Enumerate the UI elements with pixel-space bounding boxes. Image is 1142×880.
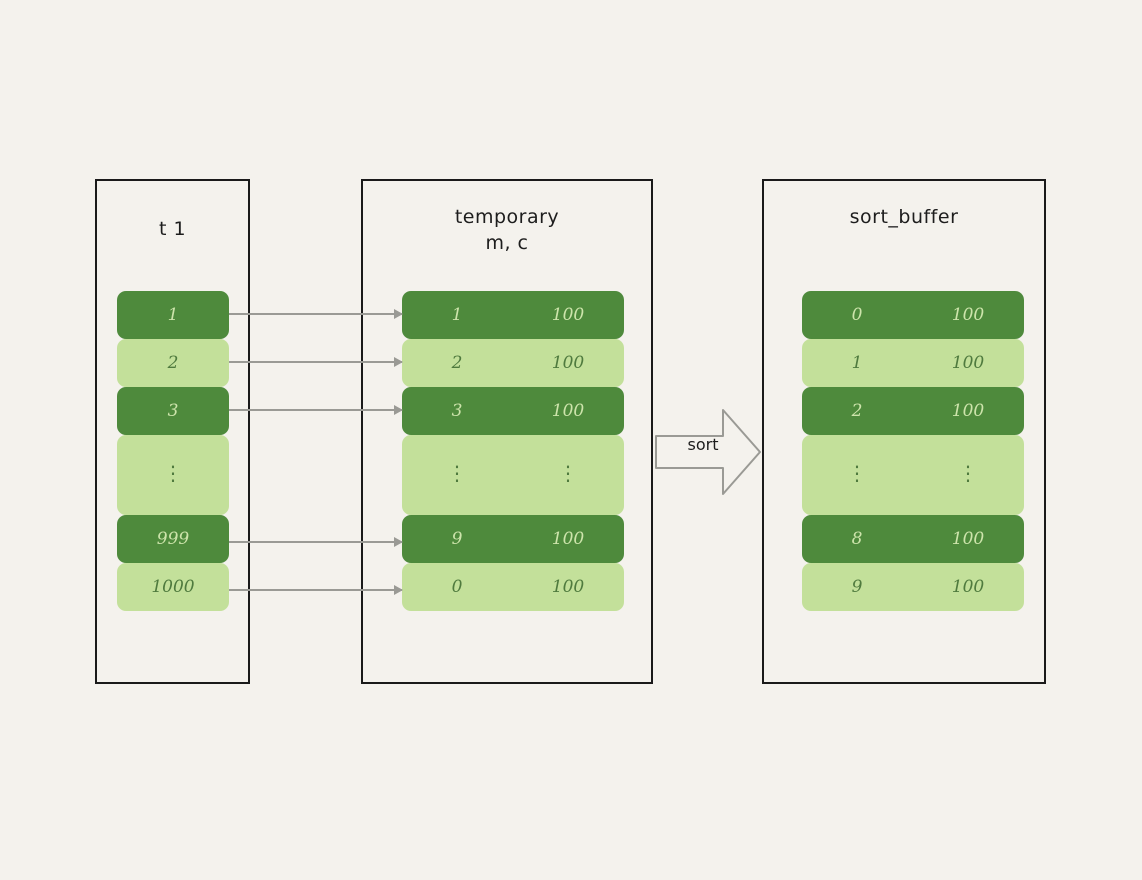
vertical-ellipsis-icon: ⋮ [847,460,867,485]
sort-buffer-cell-c: 100 [912,339,1024,387]
temporary-cell-m-ellipsis: ⋮ [402,435,512,515]
temporary-cell-c: 100 [512,339,624,387]
table-row: 0 100 [802,291,1024,339]
t1-row-list: 1 2 3 ⋮ 999 1000 [117,291,229,611]
t1-cell-value: 3 [117,387,229,435]
table-row: 9 100 [402,515,624,563]
table-row: 1 100 [402,291,624,339]
connector-arrow-row-1 [229,313,402,315]
table-row: 0 100 [402,563,624,611]
sort-block-arrow [655,408,761,496]
temporary-cell-c: 100 [512,515,624,563]
panel-t1-title: t 1 [158,218,187,240]
temporary-cell-c-ellipsis: ⋮ [512,435,624,515]
table-row: 2 [117,339,229,387]
connector-arrow-row-999 [229,541,402,543]
table-row: 3 [117,387,229,435]
vertical-ellipsis-icon: ⋮ [958,460,978,485]
table-row: 2 100 [802,387,1024,435]
table-row: 1 [117,291,229,339]
t1-cell-value: 1000 [117,563,229,611]
sort-buffer-cell-c: 100 [912,515,1024,563]
table-row: 9 100 [802,563,1024,611]
panel-temporary-title: temporary m, c [454,206,560,254]
sort-buffer-cell-c-ellipsis: ⋮ [912,435,1024,515]
table-row: 2 100 [402,339,624,387]
temporary-cell-m: 9 [402,515,512,563]
connector-arrow-row-2 [229,361,402,363]
sort-arrow-label: sort [687,435,719,454]
temporary-cell-c: 100 [512,387,624,435]
sort-buffer-cell-c: 100 [912,563,1024,611]
vertical-ellipsis-icon: ⋮ [447,460,467,485]
t1-cell-value: 2 [117,339,229,387]
sort-buffer-cell-m: 8 [802,515,912,563]
sort-buffer-cell-m: 2 [802,387,912,435]
vertical-ellipsis-icon: ⋮ [558,460,578,485]
t1-cell-ellipsis: ⋮ [117,435,229,515]
sort-buffer-cell-m: 9 [802,563,912,611]
temporary-cell-m: 0 [402,563,512,611]
temporary-cell-c: 100 [512,291,624,339]
sort-buffer-cell-c: 100 [912,387,1024,435]
sort-buffer-cell-m: 0 [802,291,912,339]
connector-arrow-row-3 [229,409,402,411]
panel-sort-buffer-title: sort_buffer [849,206,959,228]
table-row: 999 [117,515,229,563]
sort-buffer-cell-m-ellipsis: ⋮ [802,435,912,515]
t1-cell-value: 999 [117,515,229,563]
temporary-cell-m: 1 [402,291,512,339]
sort-buffer-cell-m: 1 [802,339,912,387]
t1-cell-value: 1 [117,291,229,339]
temporary-cell-m: 2 [402,339,512,387]
connector-arrow-row-1000 [229,589,402,591]
table-row: 3 100 [402,387,624,435]
table-row: 1 100 [802,339,1024,387]
temporary-cell-c: 100 [512,563,624,611]
table-row-ellipsis: ⋮ ⋮ [802,435,1024,515]
temporary-row-list: 1 100 2 100 3 100 ⋮ ⋮ 9 100 0 100 [402,291,624,611]
table-row: 8 100 [802,515,1024,563]
sort-buffer-cell-c: 100 [912,291,1024,339]
table-row-ellipsis: ⋮ [117,435,229,515]
sort-buffer-row-list: 0 100 1 100 2 100 ⋮ ⋮ 8 100 9 100 [802,291,1024,611]
temporary-cell-m: 3 [402,387,512,435]
table-row: 1000 [117,563,229,611]
table-row-ellipsis: ⋮ ⋮ [402,435,624,515]
vertical-ellipsis-icon: ⋮ [163,460,183,485]
